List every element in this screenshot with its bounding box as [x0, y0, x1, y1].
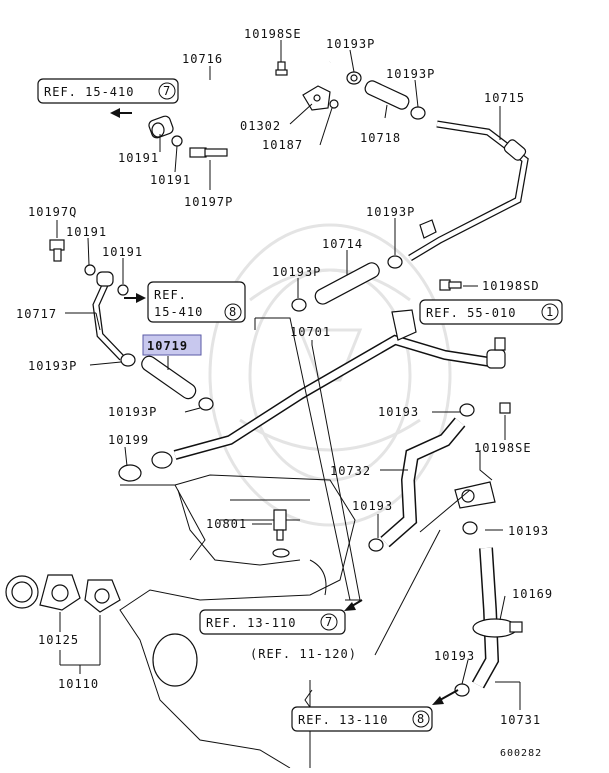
label-10193-c: 10193 — [508, 524, 549, 538]
clamp-10193P-left — [120, 353, 136, 367]
ref-15-410-mid-num: 8 — [229, 305, 237, 319]
label-10701: 10701 — [290, 325, 331, 339]
label-10717: 10717 — [16, 307, 57, 321]
label-10719: 10719 — [147, 339, 188, 353]
sensor-10801 — [272, 509, 290, 558]
diagram-id-code: 600282 — [500, 748, 542, 759]
clamp-10193P-lower — [198, 397, 214, 411]
ref-box-15-410-top[interactable]: REF. 15-410 7 — [37, 78, 179, 104]
label-10187: 10187 — [262, 138, 303, 152]
hose-10719 — [141, 355, 197, 400]
ref-13-110-b-text: REF. 13-110 — [298, 713, 388, 727]
ref-11-120-text: (REF. 11-120) — [250, 647, 357, 661]
label-10801: 10801 — [206, 517, 247, 531]
ref-box-15-410-mid[interactable]: REF. 15-410 8 — [147, 281, 246, 323]
label-10193-a: 10193 — [378, 405, 419, 419]
label-10198SE-top: 10198SE — [244, 27, 302, 41]
ref-13-110-a-num: 7 — [325, 615, 333, 629]
gasket-10199 — [118, 464, 142, 482]
ref-55-010-num: 1 — [546, 305, 554, 319]
clamp-10193P-top-a — [346, 71, 362, 85]
arrow-ref-13-110-a — [344, 599, 363, 611]
bolt-10197Q — [49, 239, 65, 262]
hose-10718 — [364, 80, 410, 110]
label-10125: 10125 — [38, 633, 79, 647]
label-10193-d: 10193 — [434, 649, 475, 663]
label-10169: 10169 — [512, 587, 553, 601]
hose-10714 — [291, 255, 403, 312]
ref-15-410-top-num: 7 — [163, 84, 171, 98]
part-labels: 10198SE 10716 10193P 10193P 10715 01302 … — [16, 27, 553, 727]
label-10193P-b: 10193P — [386, 67, 435, 81]
bolt-10197P — [189, 147, 228, 158]
label-10197P: 10197P — [184, 195, 233, 209]
label-10191-b: 10191 — [150, 173, 191, 187]
ref-15-410-mid-line2: 15-410 — [154, 305, 203, 319]
label-10193P-f: 10193P — [108, 405, 157, 419]
bolt-10198SD — [439, 279, 462, 291]
label-10731: 10731 — [500, 713, 541, 727]
ref-15-410-top-text: REF. 15-410 — [44, 85, 134, 99]
pipe-10701 — [151, 309, 506, 469]
label-01302: 01302 — [240, 119, 281, 133]
ref-15-410-mid-line1: REF. — [154, 288, 187, 302]
clamp-10193-right — [462, 521, 478, 535]
label-10197Q: 10197Q — [28, 205, 77, 219]
ref-box-13-110-b[interactable]: REF. 13-110 8 — [291, 706, 433, 732]
label-10110: 10110 — [58, 677, 99, 691]
hose-10732 — [380, 417, 466, 548]
ref-box-13-110-a[interactable]: REF. 13-110 7 — [199, 609, 346, 635]
ref-55-010-text: REF. 55-010 — [426, 306, 516, 320]
arrow-ref-13-110-b — [432, 689, 459, 705]
arrow-ref-15-410-mid — [124, 293, 146, 303]
nut-10187 — [329, 99, 339, 109]
clamp-10193-lower — [368, 538, 384, 552]
thermostat-housing-10125 — [5, 574, 121, 613]
fitting-right — [454, 481, 496, 509]
label-10716: 10716 — [182, 52, 223, 66]
label-10198SD: 10198SD — [482, 279, 540, 293]
leader-lines — [56, 40, 521, 768]
washer-10191-d — [117, 284, 129, 296]
washer-10191-a — [171, 135, 183, 147]
clamp-10193-mid — [459, 403, 475, 417]
bolt-10198SE-top — [275, 61, 288, 76]
label-10191-d: 10191 — [102, 245, 143, 259]
label-10191-c: 10191 — [66, 225, 107, 239]
ref-box-55-010[interactable]: REF. 55-010 1 — [419, 299, 563, 325]
pipe-10715 — [408, 120, 529, 262]
label-10193P-e: 10193P — [28, 359, 77, 373]
label-10193P-a: 10193P — [326, 37, 375, 51]
bolt-10198SE-mid — [499, 402, 511, 414]
label-10732: 10732 — [330, 464, 371, 478]
arrow-ref-15-410-top — [110, 108, 132, 118]
label-10193P-c: 10193P — [366, 205, 415, 219]
label-10199: 10199 — [108, 433, 149, 447]
ref-label-11-120[interactable]: (REF. 11-120) — [250, 647, 357, 661]
engine-block — [119, 474, 356, 769]
label-10714: 10714 — [322, 237, 363, 251]
label-10715: 10715 — [484, 91, 525, 105]
highlighted-part-10719[interactable]: 10719 — [142, 334, 202, 356]
hose-10731 — [471, 547, 500, 689]
label-10191-a: 10191 — [118, 151, 159, 165]
pipe-10717 — [92, 271, 125, 361]
label-10193-b: 10193 — [352, 499, 393, 513]
label-10718: 10718 — [360, 131, 401, 145]
washer-10191-c — [84, 264, 96, 276]
label-10193P-d: 10193P — [272, 265, 321, 279]
label-10198SE-mid: 10198SE — [474, 441, 532, 455]
pipe-10716 — [148, 60, 332, 139]
clamp-10169 — [472, 618, 523, 638]
ref-13-110-a-text: REF. 13-110 — [206, 616, 296, 630]
ref-13-110-b-num: 8 — [417, 712, 425, 726]
clamp-10193P-top-b — [410, 106, 426, 120]
